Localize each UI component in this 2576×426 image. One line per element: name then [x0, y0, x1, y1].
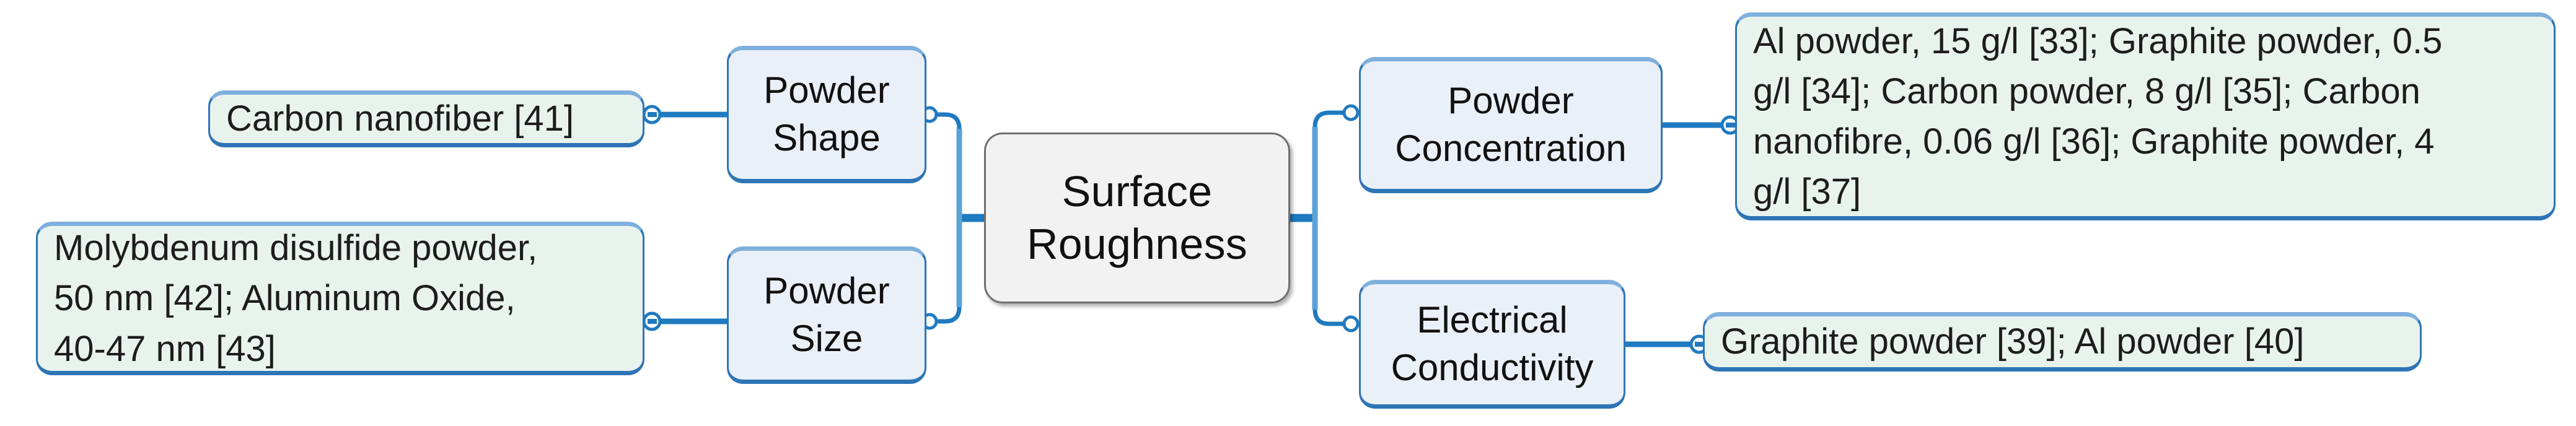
root-label-line2: Roughness: [1027, 220, 1247, 268]
connector-dot: [648, 319, 657, 324]
branch-label-line1: Powder: [1448, 80, 1574, 122]
root-label-line1: Surface: [1062, 167, 1213, 215]
leaf-node-label: Al powder, 15 g/l [33]; Graphite powder,…: [1737, 16, 2554, 217]
branch-label-line2: Shape: [773, 117, 881, 159]
connector-dot: [648, 112, 657, 117]
branch-label-line1: Powder: [763, 270, 890, 312]
leaf-node-powder-concentration-values[interactable]: Al powder, 15 g/l [33]; Graphite powder,…: [1735, 12, 2556, 220]
connector-dot: [1726, 123, 1735, 128]
leaf-node-label: Graphite powder [39]; Al powder [40]: [1705, 320, 2420, 363]
leaf-line-3: 40-47 nm [43]: [54, 328, 276, 369]
branch-label-line1: Electrical: [1417, 299, 1568, 341]
leaf-node-label: Molybdenum disulfide powder, 50 nm [42]; …: [38, 223, 643, 374]
leaf-line-2: 50 nm [42]; Aluminum Oxide,: [54, 278, 516, 319]
leaf-line-1: Al powder, 15 g/l [33]; Graphite powder,…: [1753, 20, 2443, 61]
leaf-line-1: Graphite powder [39]; Al powder [40]: [1721, 321, 2305, 362]
branch-label-line1: Powder: [763, 69, 890, 111]
branch-label-line2: Size: [790, 318, 863, 359]
leaf-node-carbon-nanofiber[interactable]: Carbon nanofiber [41]: [208, 90, 644, 147]
connector-node-marker: [1342, 104, 1360, 121]
branch-label-line2: Concentration: [1395, 128, 1627, 169]
leaf-line-4: g/l [37]: [1753, 172, 1862, 212]
leaf-node-label: Carbon nanofiber [41]: [210, 97, 643, 141]
branch-label-line2: Conductivity: [1391, 347, 1594, 388]
leaf-line-2: g/l [34]; Carbon powder, 8 g/l [35]; Car…: [1753, 71, 2420, 111]
connector-node-marker: [1342, 315, 1360, 333]
leaf-node-molybdenum-disulfide[interactable]: Molybdenum disulfide powder, 50 nm [42]; …: [36, 222, 644, 375]
leaf-line-1: Molybdenum disulfide powder,: [54, 228, 538, 269]
leaf-line-3: nanofibre, 0.06 g/l [36]; Graphite powde…: [1753, 121, 2435, 162]
leaf-node-electrical-conductivity-values[interactable]: Graphite powder [39]; Al powder [40]: [1703, 312, 2422, 372]
connector-dot: [1695, 342, 1704, 347]
leaf-line-1: Carbon nanofiber [41]: [226, 98, 574, 139]
